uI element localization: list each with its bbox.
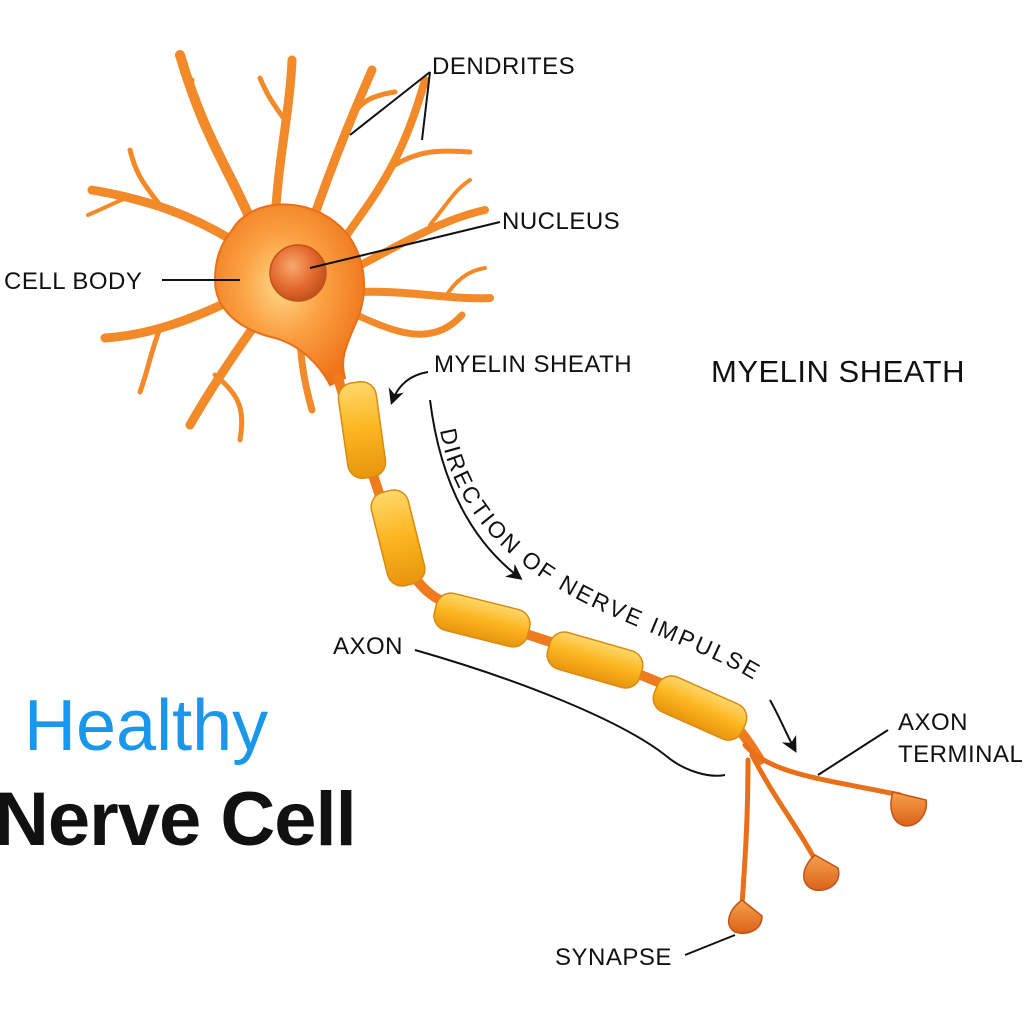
impulse-direction-arrows: [429, 399, 797, 753]
nucleus-shape: [269, 244, 327, 302]
neuron: [86, 50, 928, 934]
myelin-segment: [433, 592, 531, 648]
label-dendrites: DENDRITES: [432, 53, 575, 80]
axon-leader: [414, 649, 726, 777]
label-axon-terminal-line2: TERMINAL: [898, 741, 1023, 768]
label-cell-body: CELL BODY: [4, 268, 142, 295]
label-synapse: SYNAPSE: [555, 944, 672, 971]
myelin-pointer-arrow: [388, 371, 429, 406]
dendrites-leader-1: [349, 71, 431, 136]
nucleus-leader: [309, 221, 501, 269]
leader-lines: [162, 71, 889, 956]
label-myelin-sheath: MYELIN SHEATH: [434, 351, 632, 378]
axon-terminals: [739, 742, 903, 908]
myelin-segment: [370, 489, 426, 587]
synaptic-knob: [727, 899, 763, 934]
title-nerve-cell: Nerve Cell: [0, 777, 357, 862]
impulse-arrow-lower: [769, 699, 797, 753]
label-axon-terminal-line1: AXON: [898, 709, 968, 736]
myelin-segment: [546, 631, 644, 689]
title-healthy: Healthy: [24, 686, 269, 766]
synapse-leader: [684, 934, 736, 956]
synaptic-knob: [890, 791, 928, 827]
myelin-sheath-segments: [337, 381, 748, 741]
synaptic-knob: [803, 854, 840, 891]
myelin-segment: [337, 381, 387, 479]
impulse-arrow-upper: [429, 399, 523, 580]
label-axon: AXON: [333, 633, 403, 660]
myelin-segment: [652, 675, 748, 741]
label-myelin-sheath-large: MYELIN SHEATH: [711, 354, 965, 389]
synaptic-knobs: [727, 791, 928, 934]
axon-terminal-leader: [817, 729, 889, 776]
label-nucleus: NUCLEUS: [502, 208, 620, 235]
dendrites-leader-2: [421, 71, 431, 141]
dendrites: [86, 50, 494, 443]
